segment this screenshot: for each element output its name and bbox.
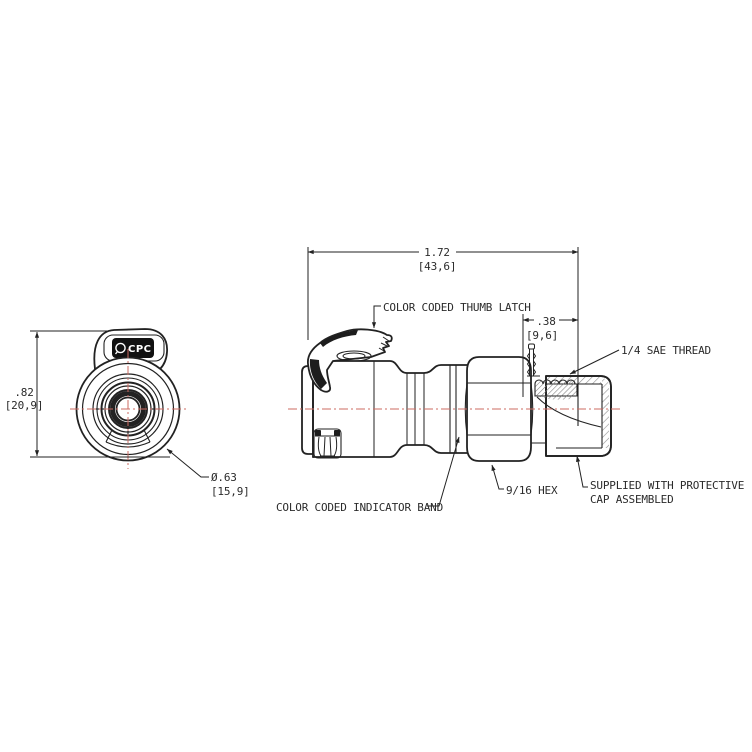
rear-cap — [301, 365, 314, 455]
side-dimensions: 1.72 [43,6] .38 [9,6] COLOR CODED THUMB … — [276, 246, 744, 514]
label-indicator-band: COLOR CODED INDICATOR BAND — [276, 501, 443, 514]
dim-diameter-in: Ø.63 — [211, 471, 237, 484]
dim-length-in: 1.72 — [424, 246, 450, 259]
cpc-drop-icon — [115, 342, 126, 354]
dim-height-mm: [20,9] — [5, 399, 44, 412]
latch-lock-button — [313, 428, 342, 459]
label-sae-thread: 1/4 SAE THREAD — [621, 344, 711, 357]
dim-length-mm: [43,6] — [418, 260, 457, 273]
sae-thread-section — [534, 379, 578, 400]
dim-diameter-mm: [15,9] — [211, 485, 250, 498]
leader-sae-thread — [569, 349, 620, 375]
leader-indicator-band — [427, 436, 460, 507]
leader-thumb-latch — [371, 305, 381, 329]
label-thumb-latch: COLOR CODED THUMB LATCH — [383, 301, 531, 314]
label-protective-cap-2: CAP ASSEMBLED — [590, 493, 674, 506]
dim-38-mm: [9,6] — [526, 329, 558, 342]
leader-hex — [491, 464, 504, 490]
cpc-logo-text: CPC — [128, 344, 152, 355]
cpc-badge: CPC — [112, 338, 154, 358]
leader-protective-cap — [576, 455, 588, 488]
dim-height-in: .82 — [14, 386, 33, 399]
front-dimensions: .82 [20,9] Ø.63 [15,9] — [5, 330, 250, 498]
leader-diameter — [166, 448, 209, 478]
side-view — [288, 328, 620, 462]
front-view: CPC — [70, 328, 186, 469]
valve-stem-pin — [526, 343, 540, 377]
label-protective-cap-1: SUPPLIED WITH PROTECTIVE — [590, 479, 744, 492]
side-thumb-latch — [307, 328, 393, 393]
label-hex: 9/16 HEX — [506, 484, 558, 497]
dim-38-in: .38 — [536, 315, 555, 328]
